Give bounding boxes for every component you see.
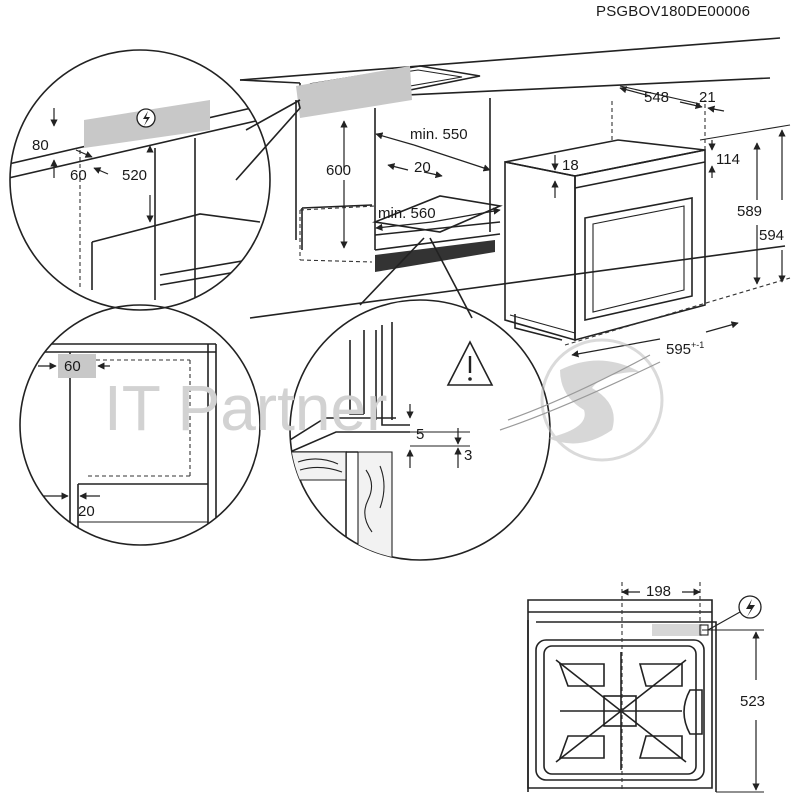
- plinth-ventilation: [375, 240, 495, 272]
- document-code: PSGBOV180DE00006: [596, 3, 750, 20]
- dim-cabinet-height: 600: [326, 162, 351, 179]
- swoosh-logo: [540, 338, 664, 462]
- detail-dim-80: 80: [32, 137, 49, 154]
- oven-perspective: [504, 85, 791, 358]
- socket-shaded-area: [296, 66, 412, 118]
- detail-side-dim-60: 60: [64, 358, 81, 375]
- detail-dim-60: 60: [70, 167, 87, 184]
- plan-dim-198: 198: [646, 583, 671, 600]
- dim-oven-body-height: 589: [737, 203, 762, 220]
- detail-circle-top: [9, 49, 271, 311]
- dim-oven-panel: 114: [716, 151, 740, 168]
- detail-side-dim-20: 20: [78, 503, 95, 520]
- dim-oven-top-gap: 18: [562, 157, 579, 174]
- electric-warning-icon: [136, 108, 156, 128]
- dim-cabinet-min-depth: min. 550: [410, 126, 468, 143]
- wood-section-left: [290, 451, 347, 481]
- dim-oven-depth: 548: [644, 89, 669, 106]
- plan-dim-523: 523: [740, 693, 765, 710]
- dim-oven-total-height: 594: [759, 227, 784, 244]
- plan-view: [527, 582, 764, 793]
- detail-dim-520: 520: [122, 167, 147, 184]
- detail-front-dim-5: 5: [416, 426, 424, 443]
- dim-cabinet-min-width: min. 560: [378, 205, 436, 222]
- watermark-text: IT Partner: [104, 372, 387, 444]
- detail-circle-front: [289, 299, 551, 561]
- side-socket-zone: [58, 354, 96, 378]
- dim-oven-front: 21: [699, 89, 716, 106]
- wood-section-right: [357, 451, 393, 560]
- detail-front-dim-3: 3: [464, 447, 472, 464]
- dim-oven-width: 595+-1: [666, 340, 704, 358]
- detail-circle-side: [19, 304, 261, 546]
- cabinet-perspective: [239, 37, 786, 319]
- warning-triangle-icon: [446, 340, 494, 386]
- plan-electric-warning-icon: [738, 595, 762, 619]
- dim-cabinet-gap: 20: [414, 159, 431, 176]
